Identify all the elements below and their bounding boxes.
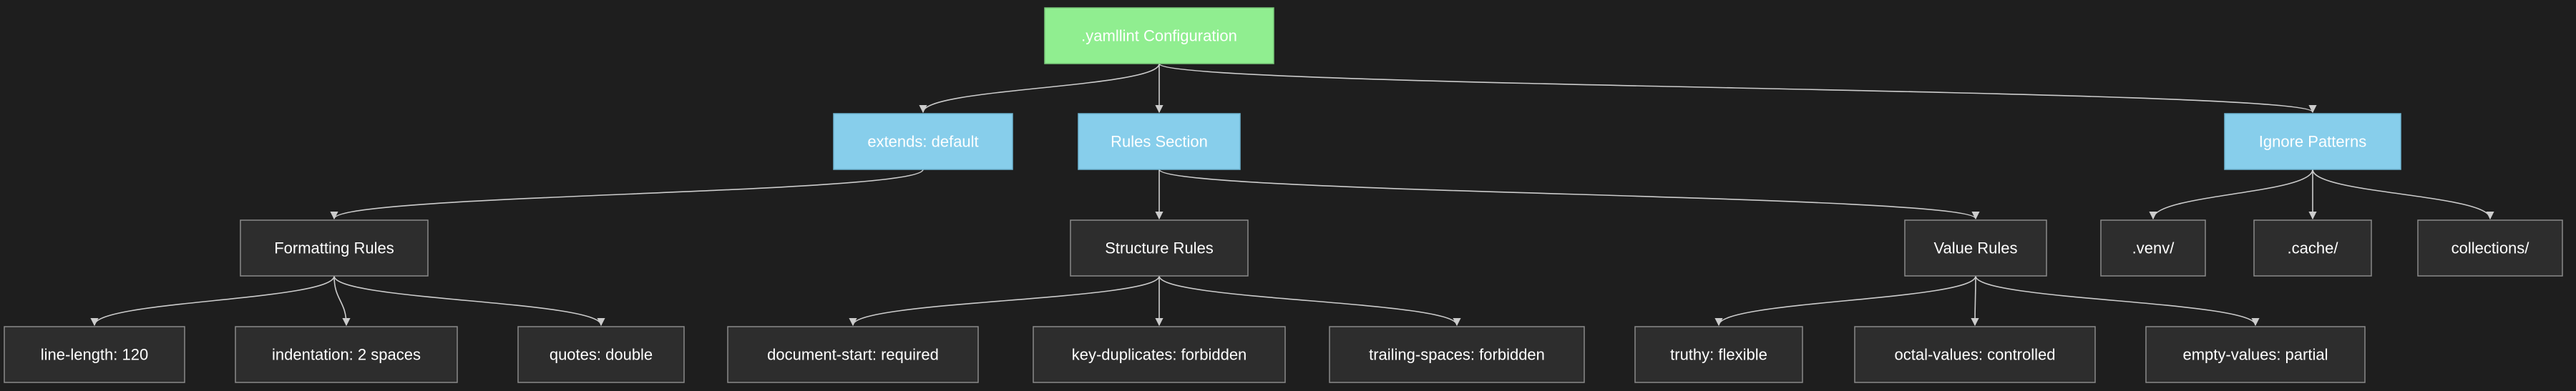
node-trailing-spaces: trailing-spaces: forbidden bbox=[1329, 326, 1585, 383]
node-structure-label: Structure Rules bbox=[1105, 239, 1214, 257]
node-line-length-box bbox=[4, 326, 185, 383]
edge-value-to-truthy bbox=[1714, 275, 1976, 327]
node-indentation-label: indentation: 2 spaces bbox=[272, 346, 421, 364]
node-collections-label: collections/ bbox=[2451, 239, 2530, 257]
edge-rules-to-value bbox=[1158, 169, 1980, 220]
node-root-box bbox=[1044, 7, 1274, 64]
node-line-length: line-length: 120 bbox=[4, 326, 185, 383]
edge-extends-to-formatting bbox=[330, 169, 924, 220]
node-empty-values: empty-values: partial bbox=[2145, 326, 2366, 383]
edge-formatting-to-quotes bbox=[333, 275, 605, 327]
node-extends: extends: default bbox=[833, 113, 1013, 170]
node-cache-label: .cache/ bbox=[2288, 239, 2339, 257]
node-venv-box bbox=[2100, 219, 2206, 277]
edge-value-to-octal-values bbox=[1971, 275, 1979, 327]
node-structure: Structure Rules bbox=[1070, 219, 1249, 277]
node-rules-label: Rules Section bbox=[1111, 133, 1208, 151]
edge-formatting-to-indentation bbox=[333, 275, 351, 327]
node-cache: .cache/ bbox=[2253, 219, 2372, 277]
edge-value-to-empty-values bbox=[1975, 275, 2260, 327]
node-rules: Rules Section bbox=[1078, 113, 1241, 170]
node-quotes-label: quotes: double bbox=[550, 346, 653, 364]
node-ignore-label: Ignore Patterns bbox=[2259, 133, 2366, 151]
edge-ignore-to-venv bbox=[2149, 169, 2313, 220]
node-quotes-box bbox=[517, 326, 685, 383]
node-truthy: truthy: flexible bbox=[1634, 326, 1803, 383]
node-ignore-box bbox=[2224, 113, 2401, 170]
node-cache-box bbox=[2253, 219, 2372, 277]
node-empty-values-label: empty-values: partial bbox=[2183, 346, 2328, 364]
node-extends-box bbox=[833, 113, 1013, 170]
node-key-duplicates: key-duplicates: forbidden bbox=[1033, 326, 1286, 383]
node-collections: collections/ bbox=[2417, 219, 2563, 277]
node-formatting-box bbox=[240, 219, 429, 277]
edges bbox=[90, 63, 2494, 327]
edge-ignore-to-collections bbox=[2312, 169, 2494, 220]
node-root: .yamllint Configuration bbox=[1044, 7, 1274, 64]
edge-root-to-ignore bbox=[1158, 63, 2317, 114]
node-line-length-label: line-length: 120 bbox=[41, 346, 148, 364]
node-octal-values-box bbox=[1854, 326, 2096, 383]
node-venv: .venv/ bbox=[2100, 219, 2206, 277]
node-formatting: Formatting Rules bbox=[240, 219, 429, 277]
node-document-start-label: document-start: required bbox=[767, 346, 939, 364]
node-rules-box bbox=[1078, 113, 1241, 170]
node-indentation-box bbox=[235, 326, 458, 383]
node-document-start: document-start: required bbox=[727, 326, 979, 383]
node-value: Value Rules bbox=[1904, 219, 2047, 277]
node-collections-box bbox=[2417, 219, 2563, 277]
edge-structure-to-document-start bbox=[849, 275, 1160, 327]
node-trailing-spaces-box bbox=[1329, 326, 1585, 383]
node-trailing-spaces-label: trailing-spaces: forbidden bbox=[1369, 346, 1545, 364]
node-structure-box bbox=[1070, 219, 1249, 277]
edge-formatting-to-line-length bbox=[90, 275, 335, 327]
node-document-start-box bbox=[727, 326, 979, 383]
node-octal-values-label: octal-values: controlled bbox=[1894, 346, 2055, 364]
node-venv-label: .venv/ bbox=[2132, 239, 2175, 257]
node-value-label: Value Rules bbox=[1934, 239, 2018, 257]
node-value-box bbox=[1904, 219, 2047, 277]
edge-structure-to-trailing-spaces bbox=[1158, 275, 1461, 327]
node-key-duplicates-box bbox=[1033, 326, 1286, 383]
node-truthy-label: truthy: flexible bbox=[1670, 346, 1767, 364]
nodes: .yamllint Configuration extends: default R… bbox=[4, 7, 2563, 383]
edge-root-to-extends bbox=[919, 63, 1160, 114]
node-formatting-label: Formatting Rules bbox=[274, 239, 394, 257]
node-truthy-box bbox=[1634, 326, 1803, 383]
node-indentation: indentation: 2 spaces bbox=[235, 326, 458, 383]
node-extends-label: extends: default bbox=[867, 133, 978, 151]
node-ignore: Ignore Patterns bbox=[2224, 113, 2401, 170]
node-quotes: quotes: double bbox=[517, 326, 685, 383]
node-octal-values: octal-values: controlled bbox=[1854, 326, 2096, 383]
node-empty-values-box bbox=[2145, 326, 2366, 383]
node-root-label: .yamllint Configuration bbox=[1081, 27, 1237, 45]
node-key-duplicates-label: key-duplicates: forbidden bbox=[1072, 346, 1247, 364]
